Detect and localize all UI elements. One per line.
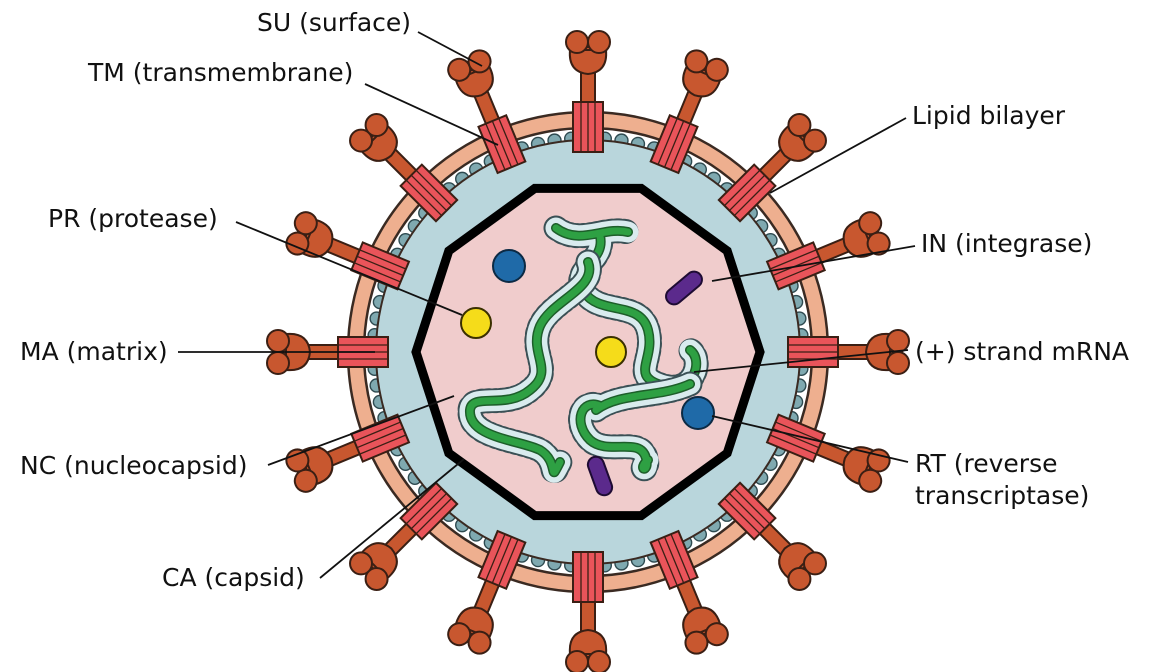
reverse-transcriptase-icon	[493, 250, 525, 282]
label-ca: CA (capsid)	[162, 563, 305, 593]
label-tm: TM (transmembrane)	[88, 58, 353, 88]
label-pr: PR (protease)	[48, 204, 218, 234]
label-ma: MA (matrix)	[20, 337, 168, 367]
label-su: SU (surface)	[257, 8, 411, 38]
tm-protein	[573, 552, 603, 602]
label-rt: RT (reverse transcriptase)	[915, 448, 1115, 512]
label-lipid-bilayer: Lipid bilayer	[912, 101, 1065, 131]
label-in: IN (integrase)	[921, 229, 1092, 259]
leader-su	[418, 32, 482, 66]
label-mrna: (+) strand mRNA	[915, 337, 1129, 367]
label-nc: NC (nucleocapsid)	[20, 451, 247, 481]
protease-icon	[596, 337, 626, 367]
tm-protein	[573, 102, 603, 152]
reverse-transcriptase-icon	[682, 397, 714, 429]
protease-icon	[461, 308, 491, 338]
tm-protein	[788, 337, 838, 367]
